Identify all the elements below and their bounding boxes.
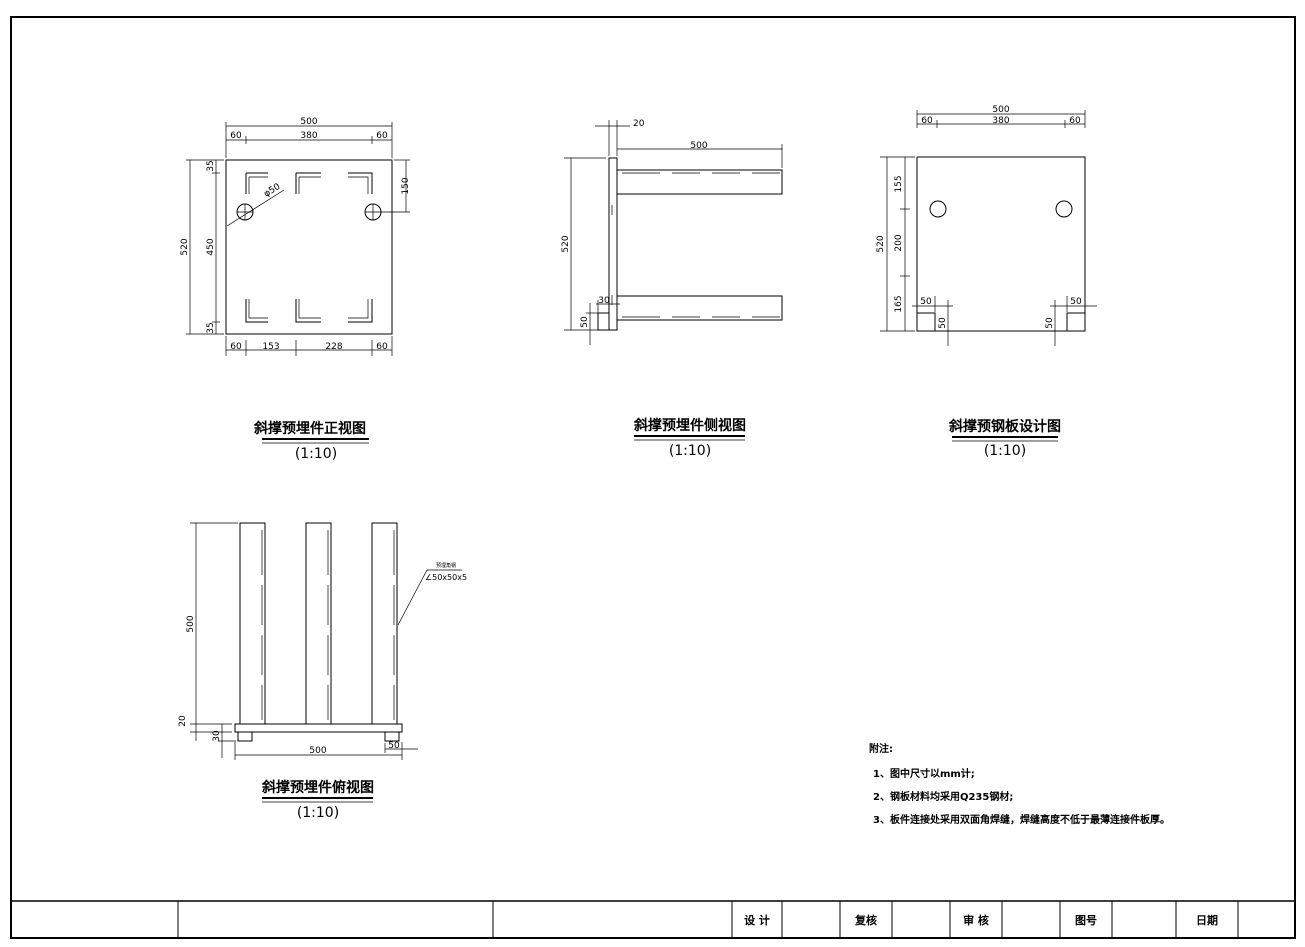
front-angle-tm-inner <box>298 176 321 194</box>
drawing-frame <box>10 16 1296 939</box>
side-dim-height: 520 <box>561 235 571 252</box>
plan-callout-title: 预埋角钢 <box>436 562 456 569</box>
front-dim-top-total: 500 <box>300 117 317 127</box>
front-dim-bottom-b: 228 <box>325 342 342 352</box>
note-item-3: 3、板件连接处采用双面角焊缝，焊缝高度不低于最薄连接件板厚。 <box>873 813 1170 826</box>
plate-hole-left <box>929 200 947 218</box>
front-dim-top-right: 60 <box>376 131 388 141</box>
plate-dim-left-mid: 200 <box>894 234 904 251</box>
title-block-approve: 审 核 <box>963 913 989 927</box>
plan-dim-base: 30 <box>212 730 222 742</box>
title-block <box>11 900 1295 938</box>
plan-dim-height: 500 <box>186 615 196 632</box>
front-angle-tl <box>245 172 268 194</box>
side-dim-a: 30 <box>598 296 610 306</box>
title-block-review: 复核 <box>854 913 877 927</box>
front-angle-tr <box>348 172 373 194</box>
front-angle-tr-inner <box>348 176 369 194</box>
front-angle-bm <box>295 299 321 323</box>
front-view <box>186 122 410 356</box>
front-angle-tl-inner <box>248 176 268 194</box>
front-dim-bottom-right: 60 <box>376 342 388 352</box>
plan-view-title: 斜撑预埋件俯视图 <box>261 779 374 796</box>
front-dim-left-bottom: 35 <box>206 322 216 333</box>
side-dim-plate: 20 <box>633 119 645 129</box>
notes-heading: 附注: <box>869 742 893 755</box>
plate-dim-top-right: 60 <box>1069 116 1081 126</box>
title-block-design: 设 计 <box>744 913 770 927</box>
front-angle-br-inner <box>348 299 369 319</box>
front-hole-left-cross <box>237 204 253 220</box>
front-angle-bl-inner <box>248 299 268 319</box>
plan-foot-left <box>237 731 253 742</box>
plate-dim-top-left: 60 <box>921 116 933 126</box>
note-item-1: 1、图中尺寸以mm计; <box>873 767 975 780</box>
side-plate <box>608 157 618 331</box>
front-dim-left-mid: 450 <box>206 238 216 255</box>
front-angle-bm-inner <box>298 299 321 319</box>
plate-view-scale: (1:10) <box>984 443 1026 459</box>
side-view <box>564 120 783 345</box>
title-block-drawing-no: 图号 <box>1075 914 1097 927</box>
front-dim-right: 150 <box>401 177 411 194</box>
front-angle-bl <box>245 299 268 323</box>
title-block-date: 日期 <box>1196 913 1218 927</box>
plate-dim-left-top: 155 <box>894 175 904 192</box>
front-dim-top-mid: 380 <box>300 131 317 141</box>
front-view-title: 斜撑预埋件正视图 <box>253 420 366 437</box>
plate-dim-notch-right-h: 50 <box>1045 317 1055 329</box>
front-hole-leader <box>226 189 285 227</box>
front-dim-top-left: 60 <box>230 131 242 141</box>
front-plate-outline <box>225 159 393 335</box>
plan-callout-spec: ∠50x50x5 <box>425 573 467 582</box>
plate-dim-top-total: 500 <box>992 105 1009 115</box>
plate-view <box>880 110 1097 346</box>
plate-view-title: 斜撑预钢板设计图 <box>948 418 1061 435</box>
plan-view-dimensions: 500 20 30 500 50 预埋角钢 ∠50x50x5 <box>178 562 467 756</box>
front-dim-left-total: 520 <box>180 238 190 255</box>
plate-view-caption: 斜撑预钢板设计图 (1:10) <box>948 418 1061 459</box>
front-angle-br <box>348 299 373 323</box>
side-view-scale: (1:10) <box>669 443 711 459</box>
side-view-dimensions: 20 500 520 30 50 <box>561 119 708 328</box>
front-view-dimensions: 500 60 380 60 520 35 450 35 150 φ50 60 1… <box>180 117 411 352</box>
plate-view-dimensions: 500 60 380 60 520 155 200 165 50 50 50 5… <box>876 105 1082 329</box>
front-dim-left-top: 35 <box>206 160 216 171</box>
side-view-caption: 斜撑预埋件侧视图 (1:10) <box>633 417 746 459</box>
front-hole-right-cross <box>365 204 381 220</box>
plan-foot-right <box>384 731 400 742</box>
plate-outline <box>916 156 1086 332</box>
front-angle-tm <box>295 172 321 194</box>
plan-base-plate <box>234 723 403 733</box>
plan-dim-right: 50 <box>388 741 400 751</box>
plate-dim-notch-left-h: 50 <box>938 317 948 329</box>
plate-hole-right <box>1055 200 1073 218</box>
plate-dim-notch-right-w: 50 <box>1070 297 1082 307</box>
front-dim-bottom-left: 60 <box>230 342 242 352</box>
notes-block: 附注: 1、图中尺寸以mm计; 2、钢板材料均采用Q235钢材; 3、板件连接处… <box>869 742 1170 826</box>
plan-view <box>190 522 462 760</box>
side-dim-b: 50 <box>580 316 590 328</box>
plan-dim-width: 500 <box>309 746 326 756</box>
title-block-labels: 设 计 复核 审 核 图号 日期 <box>744 913 1218 927</box>
front-view-caption: 斜撑预埋件正视图 (1:10) <box>253 420 369 462</box>
plate-dim-left-total: 520 <box>876 235 886 252</box>
plan-view-caption: 斜撑预埋件俯视图 (1:10) <box>261 779 374 821</box>
plan-dim-plate: 20 <box>178 715 188 727</box>
side-view-title: 斜撑预埋件侧视图 <box>633 417 746 434</box>
plan-view-scale: (1:10) <box>297 805 339 821</box>
side-dim-length: 500 <box>690 141 707 151</box>
plate-dim-top-mid: 380 <box>992 116 1009 126</box>
side-angle-top <box>616 169 783 195</box>
front-view-scale: (1:10) <box>295 446 337 462</box>
plate-dim-left-bottom: 165 <box>894 295 904 312</box>
plate-dim-notch-left-w: 50 <box>920 297 932 307</box>
plan-callout-leader <box>397 569 428 626</box>
note-item-2: 2、钢板材料均采用Q235钢材; <box>873 790 1013 803</box>
front-dim-bottom-a: 153 <box>262 342 279 352</box>
